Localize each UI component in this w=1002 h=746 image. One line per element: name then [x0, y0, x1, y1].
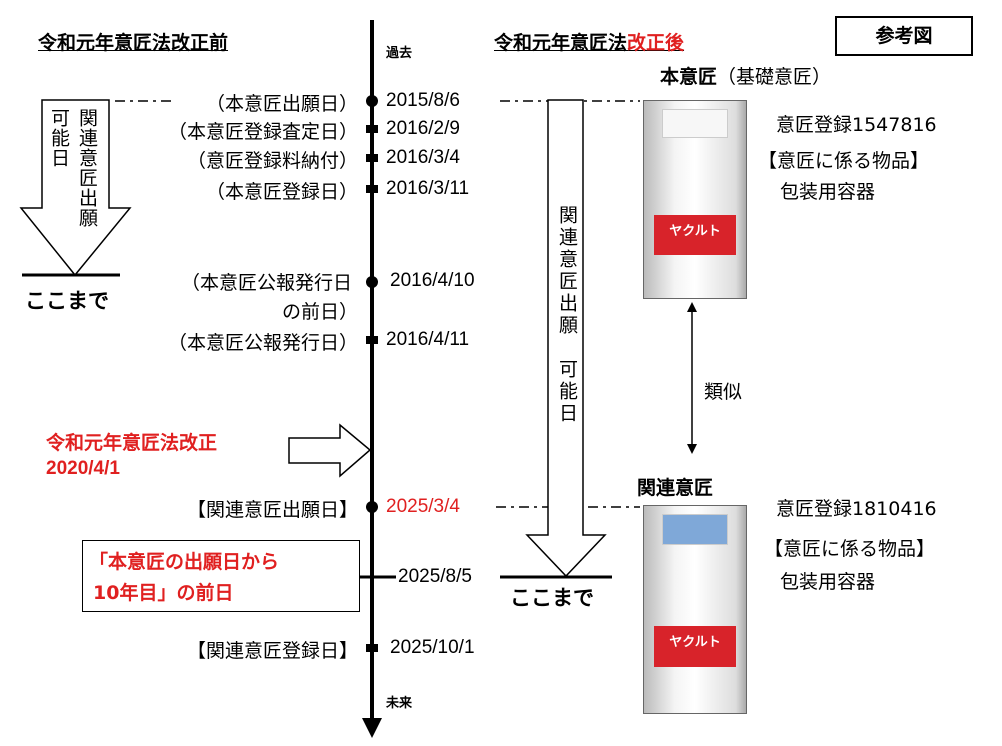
similar-label: 類似 [704, 381, 743, 403]
related-design-reg: 意匠登録1810416 [776, 498, 937, 520]
base-design-article-label: 【意匠に係る物品】 [758, 150, 930, 172]
right-period-arrow [525, 99, 607, 578]
event-label: 【関連意匠出願日】 [186, 499, 358, 521]
left-arrow-text-2: 可能日 [48, 108, 70, 168]
event-date: 2025/3/4 [386, 496, 460, 517]
event-date: 2016/3/11 [386, 178, 470, 199]
left-arrow-text-1: 関連意匠出願 [76, 108, 98, 228]
related-design-article-label: 【意匠に係る物品】 [764, 538, 936, 560]
marker-circle [366, 276, 378, 288]
left-title: 令和元年意匠法改正前 [38, 32, 229, 54]
marker-square [366, 125, 378, 133]
event-date: 2016/4/10 [390, 270, 475, 291]
base-design-article: 包装用容器 [780, 181, 876, 203]
marker-square [366, 336, 378, 344]
event-label: （本意匠登録日） [205, 181, 358, 203]
deadline-line2: 10年目」の前日 [93, 582, 234, 604]
right-title: 令和元年意匠法改正後 [494, 28, 684, 55]
marker-circle [366, 95, 378, 107]
event-label: （本意匠公報発行日） [167, 332, 358, 354]
future-label: 未来 [386, 696, 413, 711]
bottle-label: ヤクルト [654, 626, 736, 668]
event-label: （本意匠登録査定日） [167, 121, 358, 143]
marker-circle [366, 501, 378, 513]
right-arrow-text: 関連意匠出願 可能日 [556, 205, 578, 425]
event-date: 2016/3/4 [386, 147, 460, 168]
marker-square [366, 644, 378, 652]
marker-square [366, 154, 378, 162]
related-design-title: 関連意匠 [637, 477, 714, 499]
event-label-cont: の前日） [281, 301, 358, 323]
event-date: 2016/2/9 [386, 118, 460, 139]
event-date: 2025/8/5 [398, 566, 472, 587]
reform-date: 2020/4/1 [46, 458, 120, 479]
event-date: 2016/4/11 [386, 329, 470, 350]
base-design-image: ヤクルト [643, 100, 747, 299]
marker-square [366, 185, 378, 193]
base-design-title-main: 本意匠 [660, 66, 718, 88]
bottle-label: ヤクルト [654, 215, 736, 255]
event-label: 【関連意匠登録日】 [186, 640, 358, 662]
event-date: 2015/8/6 [386, 90, 460, 111]
event-date: 2025/10/1 [390, 637, 475, 658]
related-design-image: ヤクルト [643, 505, 747, 714]
reference-box: 参考図 [835, 16, 973, 56]
timeline-arrowhead [362, 718, 382, 738]
reform-title: 令和元年意匠法改正 [46, 432, 218, 454]
base-design-title-sub: （基礎意匠） [717, 66, 832, 88]
base-design-title: 本意匠（基礎意匠） [660, 62, 831, 89]
left-period-arrow [19, 99, 132, 277]
event-label: （本意匠公報発行日 [180, 272, 352, 294]
right-title-red: 改正後 [627, 32, 685, 54]
past-label: 過去 [386, 46, 413, 61]
deadline-box: 「本意匠の出願日から 10年目」の前日 [82, 540, 360, 612]
deadline-line1: 「本意匠の出願日から [89, 551, 280, 573]
right-title-black: 令和元年意匠法 [494, 32, 628, 54]
related-design-article: 包装用容器 [780, 571, 876, 593]
base-design-reg: 意匠登録1547816 [776, 114, 937, 136]
left-end-label: ここまで [25, 289, 109, 313]
event-label: （意匠登録料納付） [186, 150, 358, 172]
right-end-label: ここまで [510, 586, 594, 610]
event-label: （本意匠出願日） [205, 93, 358, 115]
reform-arrow [288, 423, 372, 478]
